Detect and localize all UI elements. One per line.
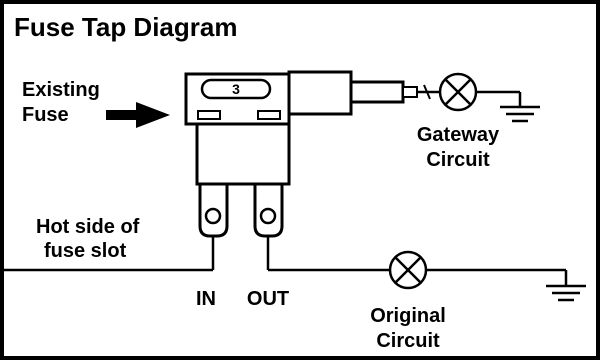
fuse-rating: 3 [232, 81, 240, 97]
gateway-circuit-label-line2: Circuit [426, 149, 490, 171]
gateway-circuit-label-line1: Gateway [417, 124, 500, 146]
gateway-lamp-icon [438, 72, 478, 112]
diagram-title: Fuse Tap Diagram [14, 12, 237, 42]
arrow-icon [106, 102, 170, 128]
hot-side-label-line1: Hot side of [36, 216, 140, 238]
fuse-rating-badge [200, 78, 272, 100]
in-wire [4, 236, 215, 272]
existing-fuse-label-line1: Existing [22, 79, 100, 101]
fuse-tap: 3 [184, 70, 418, 238]
original-circuit-label-line2: Circuit [376, 330, 440, 352]
existing-fuse-label-line2: Fuse [22, 104, 69, 126]
out-label: OUT [247, 288, 289, 310]
fuse-tap-diagram: Fuse Tap Diagram Existing Fuse 3 [4, 12, 586, 352]
original-circuit-label-line1: Original [370, 305, 446, 327]
hot-side-label-line2: fuse slot [44, 240, 127, 262]
out-wire [266, 236, 586, 302]
in-label: IN [196, 288, 216, 310]
gateway-ground-icon [500, 105, 540, 123]
original-lamp-icon [388, 250, 428, 290]
out-terminal [253, 182, 284, 238]
in-terminal [198, 182, 229, 238]
gateway-wiring [417, 72, 540, 123]
original-ground-icon [546, 284, 586, 302]
